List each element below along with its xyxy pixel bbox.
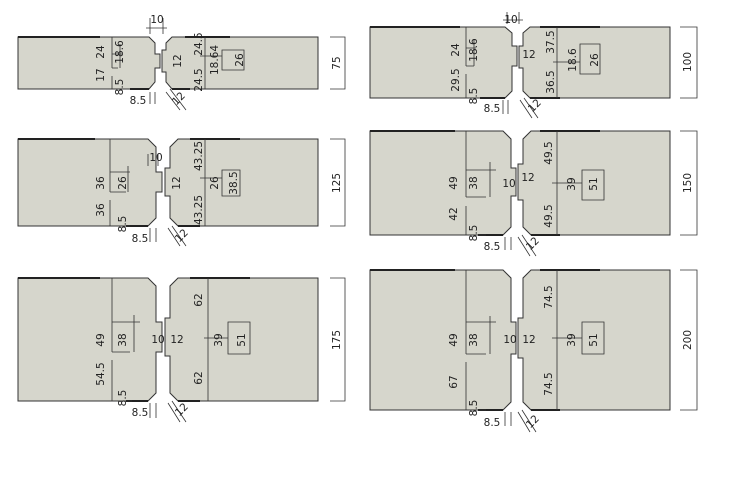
dim-label: 8.5 [484,241,501,253]
dim-label: 8.5 [484,417,501,429]
dim-label: 54.5 [95,362,107,385]
dim-label: 38 [468,176,480,189]
dim-label: 38 [117,333,129,346]
dim-label: 67 [448,375,460,388]
dim-label: 37.5 [545,30,557,53]
right-board [164,277,319,402]
dim-label: 8.5 [468,225,480,242]
dim-label: 39 [566,177,578,190]
center-label: 12 [172,54,184,67]
panel-175: 49 38 54.5 8.5 8.5 10 12 62 39 51 62 12 … [17,277,346,423]
dim-label: 24.5 [193,32,205,55]
thickness-label: 100 [682,52,694,72]
gap-label: 10 [151,334,164,346]
dim-label: 18.6 [114,40,126,64]
gap-label: 10 [502,178,515,190]
dim-label: 36 [95,176,107,190]
thickness-label: 200 [682,330,694,350]
left-board [17,277,163,402]
dim-label: 26 [209,176,221,190]
angle-label: 12 [526,97,544,115]
dim-label: 26 [234,53,246,67]
dim-label: 49 [95,333,107,346]
dim-label: 18.64 [209,45,221,75]
gap-label: 10 [149,152,162,164]
dim-label: 17 [95,68,107,81]
thickness-label: 150 [682,173,694,193]
right-board [517,269,671,411]
dim-label: 49.5 [543,141,555,164]
dim-label: 8.5 [117,216,129,233]
center-label: 12 [521,172,534,184]
center-label: 12 [170,334,183,346]
dim-label: 26 [117,176,129,190]
center-label: 12 [522,334,535,346]
panel-125: 10 36 26 36 8.5 8.5 12 43.25 26 38.5 43.… [17,138,346,247]
gap-label: 10 [150,14,163,26]
panel-75: 10 24 18.6 17 8.5 8.5 12 24.5 18.64 26 2… [17,14,346,111]
dim-label: 8.5 [114,79,126,96]
dim-label: 36.5 [545,70,557,93]
dim-label: 8.5 [117,390,129,407]
left-board [369,26,518,99]
center-label: 12 [171,176,183,189]
angle-label: 12 [173,227,191,245]
left-board [369,130,517,236]
angle-label: 12 [173,401,191,419]
dim-label: 36 [95,203,107,217]
dim-label: 26 [589,53,601,67]
panel-100: 10 24 18.6 29.5 8.5 8.5 12 37.5 18.6 26 … [369,12,698,119]
dim-label: 49 [448,333,460,346]
left-board [17,36,161,90]
dim-label: 38 [468,333,480,346]
dim-label: 51 [588,177,600,190]
dim-label: 49.5 [543,204,555,227]
dim-label: 43.25 [193,195,205,225]
right-board [161,36,319,90]
dim-label: 62 [193,371,205,384]
dim-label: 8.5 [132,407,149,419]
dim-label: 8.5 [130,95,147,107]
dim-label: 8.5 [468,88,480,105]
center-label: 12 [522,49,535,61]
thickness-label: 75 [331,56,343,69]
left-board [17,138,163,227]
thickness-label: 125 [331,173,343,193]
dim-label: 39 [566,333,578,346]
dim-label: 24 [450,43,462,57]
right-board [164,138,319,227]
dim-label: 29.5 [450,68,462,91]
gap-label: 10 [504,14,517,26]
dim-label: 62 [193,293,205,306]
dim-label: 18.6 [567,48,579,72]
gap-label: 10 [503,334,516,346]
dim-label: 8.5 [468,400,480,417]
dim-label: 74.5 [543,285,555,308]
dim-label: 49 [448,176,460,189]
dim-label: 8.5 [484,103,501,115]
dim-label: 24 [95,45,107,59]
dim-label: 42 [448,207,460,220]
angle-label: 12 [524,413,542,431]
left-board [369,269,517,411]
dim-label: 51 [236,333,248,346]
panel-200: 49 38 67 8.5 8.5 10 12 74.5 39 51 74.5 1… [369,269,698,433]
dim-label: 24.5 [193,68,205,91]
dim-label: 38.5 [228,171,240,194]
dim-label: 18.6 [468,38,480,62]
dim-label: 8.5 [132,233,149,245]
dim-label: 39 [213,333,225,346]
dim-label: 74.5 [543,372,555,395]
dim-label: 51 [588,333,600,346]
panel-150: 49 38 42 8.5 8.5 10 12 49.5 39 51 49.5 1… [369,130,698,257]
thickness-label: 175 [331,330,343,350]
dim-label: 43.25 [193,141,205,171]
right-board [517,130,671,236]
